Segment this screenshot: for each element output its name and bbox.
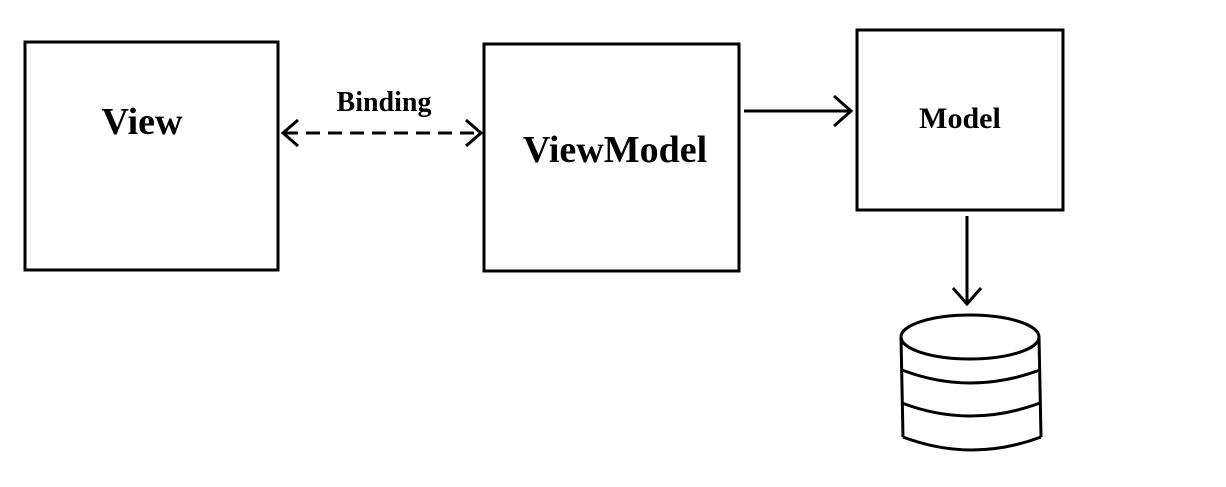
- database-top-ellipse: [899, 313, 1041, 361]
- database-icon: [899, 313, 1043, 452]
- database-left-side: [899, 336, 905, 438]
- viewmodel-to-model-arrowhead: [833, 94, 854, 128]
- model-node: Model: [855, 28, 1065, 212]
- viewmodel-label: ViewModel: [523, 129, 707, 171]
- database-right-side: [1037, 336, 1043, 438]
- binding-edge: Binding: [280, 87, 484, 148]
- viewmodel-to-model-edge: [744, 94, 854, 128]
- binding-arrowhead-left: [280, 118, 299, 148]
- model-label: Model: [919, 102, 1001, 135]
- viewmodel-box: [482, 42, 741, 273]
- view-box: [23, 40, 280, 272]
- view-label: View: [102, 101, 183, 143]
- model-to-database-arrowhead: [951, 287, 983, 307]
- database-band-2: [901, 401, 1041, 418]
- binding-label: Binding: [337, 87, 432, 118]
- database-band-1: [901, 368, 1041, 385]
- model-to-database-edge: [951, 216, 983, 307]
- database-bottom-curve: [902, 435, 1042, 452]
- viewmodel-node: ViewModel: [482, 42, 741, 273]
- binding-arrowhead-right: [465, 118, 484, 148]
- model-box: [855, 28, 1065, 212]
- view-node: View: [23, 40, 280, 272]
